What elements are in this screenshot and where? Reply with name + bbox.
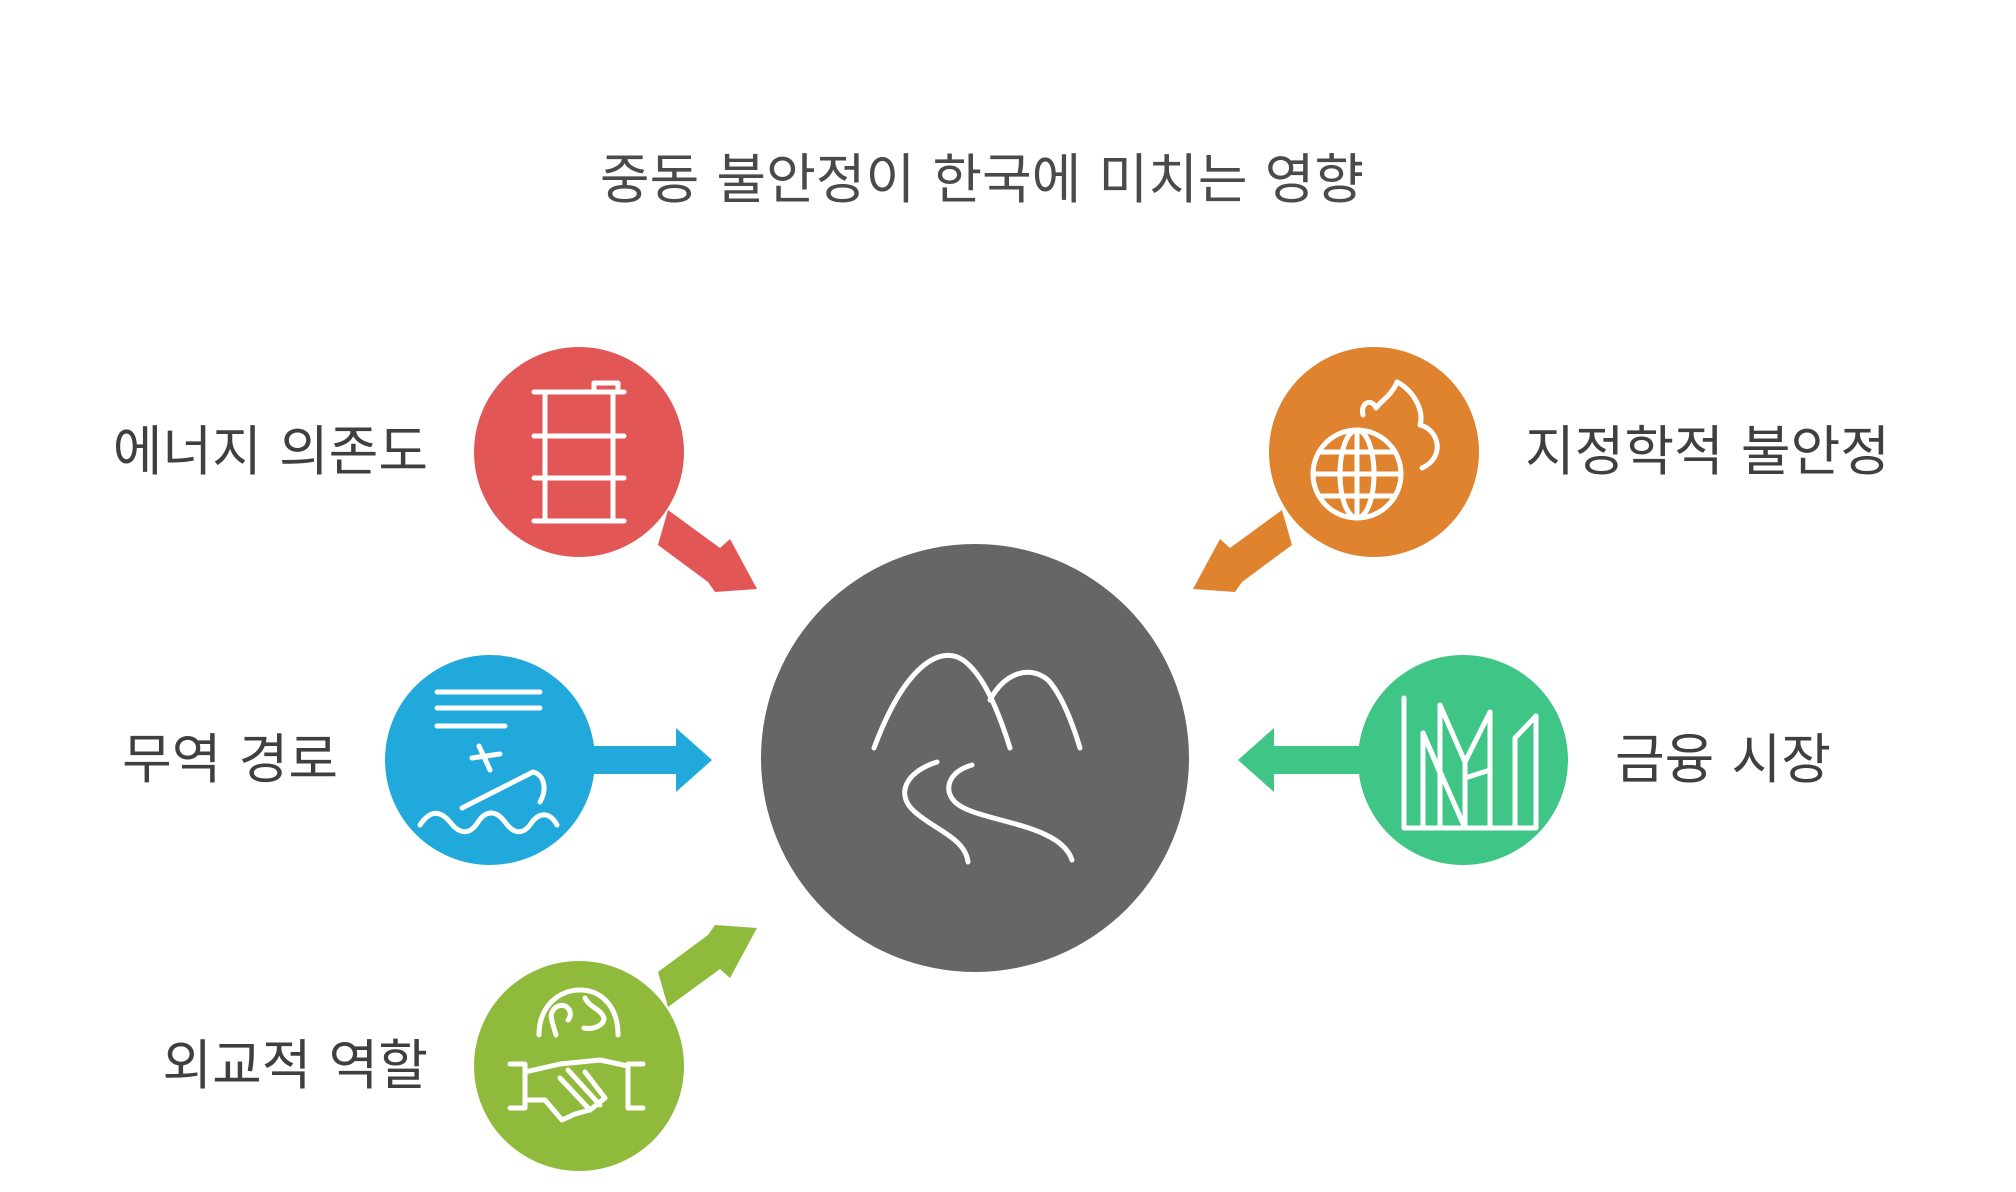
oil-barrel-icon — [531, 380, 627, 524]
mountain-road-icon — [871, 653, 1083, 865]
diplomacy-label: 외교적 역할 — [162, 1034, 428, 1097]
central-circle — [761, 544, 1189, 972]
energy-label: 에너지 의존도 — [113, 420, 428, 483]
trade-label: 무역 경로 — [122, 728, 338, 791]
diagram-title: 중동 불안정이 한국에 미치는 영향 — [600, 148, 1364, 211]
trade-circle — [385, 655, 595, 865]
energy-arrow — [658, 510, 757, 592]
factor-energy-dependency: 에너지 의존도 — [113, 347, 757, 592]
volatile-chart-icon — [1401, 695, 1539, 831]
finance-arrow — [1238, 728, 1365, 792]
factor-trade-routes: 무역 경로 — [122, 655, 712, 865]
burning-globe-icon — [1310, 379, 1440, 521]
central-hub — [761, 544, 1189, 972]
factor-geopolitical-instability: 지정학적 불안정 — [1193, 347, 1890, 592]
factor-financial-markets: 금융 시장 — [1238, 655, 1831, 865]
geopolitics-arrow — [1193, 510, 1292, 592]
finance-label: 금융 시장 — [1615, 728, 1831, 791]
energy-circle — [474, 347, 684, 557]
sinking-ship-icon — [417, 689, 560, 835]
handshake-globe-icon — [507, 987, 646, 1123]
trade-arrow — [585, 728, 712, 792]
geopolitics-label: 지정학적 불안정 — [1525, 420, 1890, 483]
diplomacy-arrow — [658, 925, 757, 1007]
factor-diplomatic-role: 외교적 역할 — [162, 925, 757, 1171]
diplomacy-circle — [474, 961, 684, 1171]
